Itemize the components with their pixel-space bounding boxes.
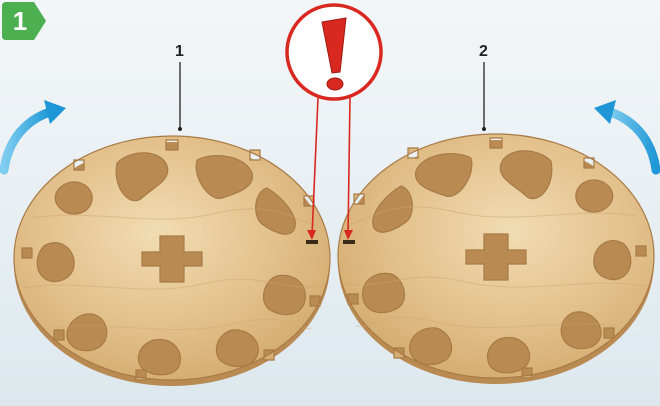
disc-label-1: 1	[175, 43, 184, 61]
alignment-notch-right	[343, 240, 355, 244]
leader-dot-1	[178, 127, 182, 131]
leader-dot-2	[482, 127, 486, 131]
step-number: 1	[2, 2, 38, 40]
alignment-notch-left	[306, 240, 318, 244]
rotation-arrow-left-icon	[4, 100, 66, 170]
gear-disc-2	[338, 134, 654, 384]
disc-label-2: 2	[479, 43, 488, 61]
gear-disc-1	[14, 136, 330, 386]
step-badge: 1	[2, 2, 46, 40]
rotation-arrow-right-icon	[594, 100, 656, 170]
warning-icon	[287, 5, 381, 99]
